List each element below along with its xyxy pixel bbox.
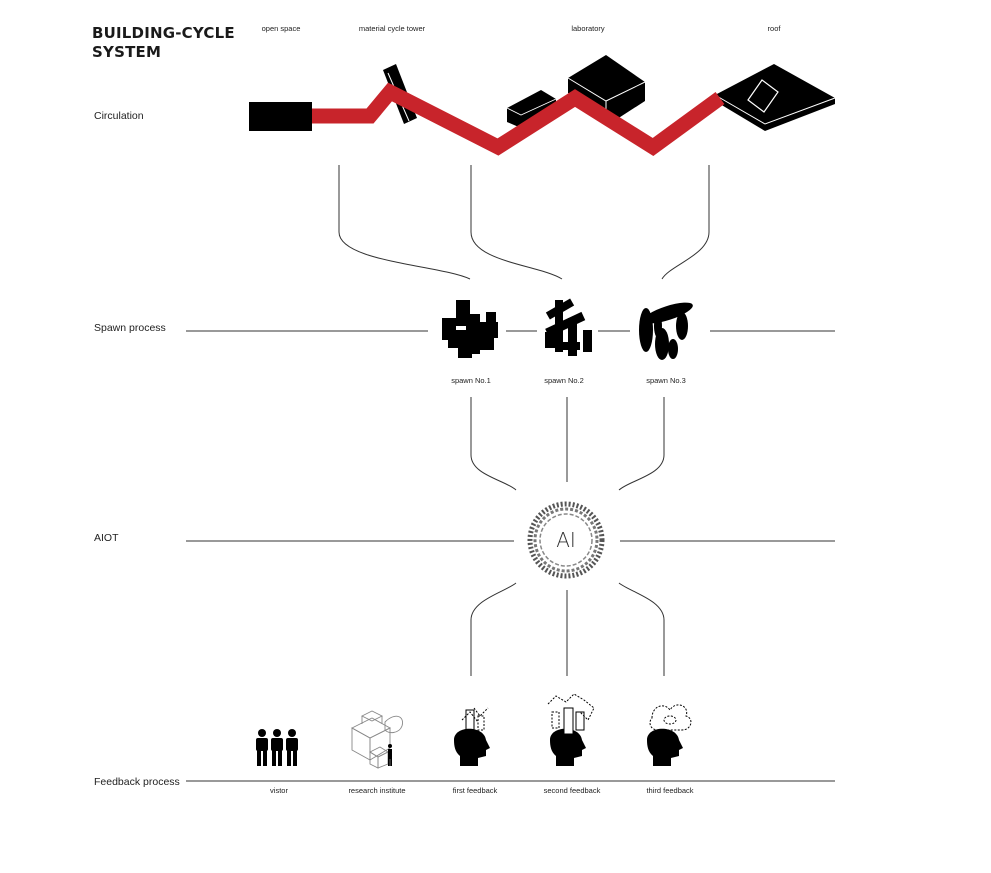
ai-hub-icon bbox=[527, 501, 605, 579]
feedback-label-first: first feedback bbox=[452, 786, 498, 795]
spawn-to-ai-links bbox=[470, 397, 665, 491]
row-label-aiot: AIOT bbox=[94, 532, 119, 544]
circulation-to-spawn-links bbox=[338, 165, 710, 280]
feedback-label-visitor: vistor bbox=[270, 786, 288, 795]
spawn-1-icon bbox=[442, 300, 498, 358]
third-feedback-icon bbox=[647, 704, 692, 766]
feedback-label-second: second feedback bbox=[543, 786, 601, 795]
roof-mass bbox=[714, 64, 836, 131]
ai-hub-label: AI bbox=[556, 528, 576, 552]
row-label-circulation: Circulation bbox=[94, 110, 144, 122]
open-space-mass bbox=[249, 102, 312, 131]
spawn-3-label: spawn No.3 bbox=[646, 376, 686, 385]
title-line-1: BUILDING-CYCLE bbox=[92, 24, 235, 42]
label-material-cycle-tower: material cycle tower bbox=[358, 24, 426, 33]
spawn-1-label: spawn No.1 bbox=[451, 376, 491, 385]
diagram-title: BUILDING-CYCLE SYSTEM bbox=[92, 24, 235, 62]
spawn-2-icon bbox=[545, 298, 592, 356]
row-label-feedback: Feedback process bbox=[94, 776, 180, 788]
first-feedback-icon bbox=[454, 707, 490, 766]
feedback-label-third: third feedback bbox=[646, 786, 694, 795]
ai-to-feedback-links bbox=[470, 582, 665, 676]
visitor-icon bbox=[256, 729, 298, 766]
second-feedback-icon bbox=[547, 693, 595, 766]
label-laboratory: laboratory bbox=[571, 24, 605, 33]
circulation-path bbox=[312, 82, 725, 157]
spawn-2-label: spawn No.2 bbox=[544, 376, 584, 385]
spawn-3-icon bbox=[639, 302, 693, 360]
title-line-2: SYSTEM bbox=[92, 43, 162, 61]
label-open-space: open space bbox=[261, 24, 301, 33]
row-label-spawn: Spawn process bbox=[94, 322, 166, 334]
feedback-label-research-institute: research institute bbox=[348, 786, 406, 795]
research-institute-icon bbox=[351, 710, 403, 769]
label-roof: roof bbox=[767, 24, 781, 33]
